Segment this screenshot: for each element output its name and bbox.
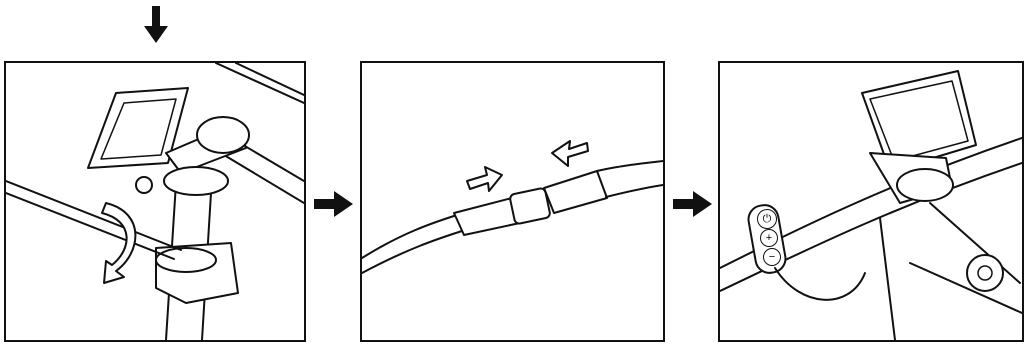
mounted-display-illustration xyxy=(720,70,1022,340)
cable-connector-illustration xyxy=(362,140,663,274)
down-arrow-icon xyxy=(144,6,168,43)
remote-plus-button: + xyxy=(760,229,778,247)
remote-power-button: ⏻ xyxy=(757,209,777,229)
push-arrow-left xyxy=(466,166,503,192)
step-2-panel xyxy=(360,61,665,342)
step-3-panel: ⏻ + − xyxy=(718,61,1024,342)
right-arrow-icon xyxy=(314,191,353,217)
handlebar-clamp-illustration xyxy=(6,63,304,340)
step-1-panel xyxy=(4,61,306,342)
push-arrow-right xyxy=(551,140,589,167)
remote-minus-button: − xyxy=(763,248,781,266)
right-arrow-icon xyxy=(673,191,712,217)
